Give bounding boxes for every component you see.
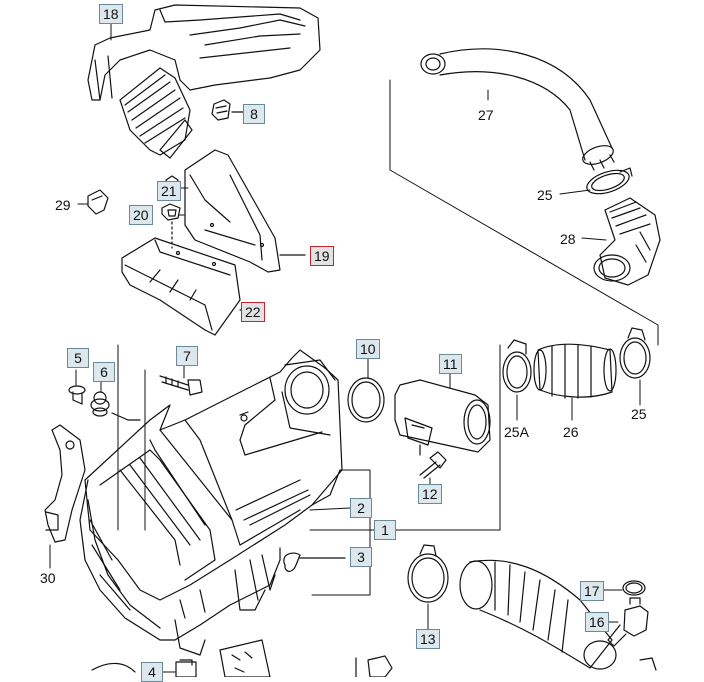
label-13[interactable]: 13 (416, 629, 440, 649)
label-18[interactable]: 18 (99, 4, 123, 24)
nut-20 (161, 203, 181, 221)
label-20[interactable]: 20 (129, 205, 153, 225)
label-25-lower[interactable]: 25 (631, 406, 647, 422)
label-16[interactable]: 16 (585, 612, 609, 632)
screw-5 (68, 385, 86, 405)
air-mass-meter-11 (394, 379, 491, 456)
hose-26 (533, 343, 617, 399)
gasket-10 (347, 377, 385, 423)
clamp-25-upper (586, 167, 633, 195)
duct-19 (184, 149, 306, 273)
label-17[interactable]: 17 (580, 581, 604, 601)
label-22[interactable]: 22 (241, 302, 265, 322)
screw-12 (419, 451, 447, 479)
label-28[interactable]: 28 (560, 231, 576, 247)
label-30[interactable]: 30 (40, 570, 56, 586)
label-8[interactable]: 8 (243, 104, 265, 124)
hose-27 (420, 48, 615, 171)
clip-8 (211, 99, 245, 121)
label-29[interactable]: 29 (55, 197, 71, 213)
bracket-30 (44, 424, 86, 543)
label-19[interactable]: 19 (310, 246, 334, 266)
label-11[interactable]: 11 (439, 354, 462, 374)
label-3[interactable]: 3 (350, 547, 372, 567)
clamp-13 (407, 544, 449, 603)
label-2[interactable]: 2 (350, 498, 372, 518)
strap (219, 639, 271, 677)
clip-29 (87, 189, 109, 215)
clamp-25-lower (619, 327, 651, 379)
label-25A[interactable]: 25A (504, 424, 529, 440)
screw-7 (159, 375, 203, 396)
label-6[interactable]: 6 (93, 362, 115, 382)
intake-duct-18 (87, 4, 321, 159)
label-21[interactable]: 21 (157, 181, 181, 201)
bottom-fitting (355, 655, 393, 677)
label-4[interactable]: 4 (141, 662, 163, 682)
elbow-28 (593, 197, 661, 286)
valve-16 (607, 597, 649, 647)
lower-housing (79, 479, 281, 656)
label-10[interactable]: 10 (356, 339, 380, 359)
clip-3 (283, 552, 346, 572)
grommet-6 (90, 391, 110, 417)
label-12[interactable]: 12 (418, 484, 442, 504)
label-5[interactable]: 5 (67, 348, 89, 368)
duct-22 (121, 237, 261, 336)
lower-hose (459, 559, 617, 670)
label-1[interactable]: 1 (374, 520, 396, 540)
label-27[interactable]: 27 (478, 107, 494, 123)
label-26[interactable]: 26 (563, 424, 579, 440)
clamp-17 (622, 580, 646, 596)
part-4 (175, 659, 197, 677)
clamp-25A (502, 339, 532, 393)
label-7[interactable]: 7 (176, 346, 198, 366)
air-filter-housing (84, 349, 343, 601)
label-25-upper[interactable]: 25 (537, 187, 553, 203)
